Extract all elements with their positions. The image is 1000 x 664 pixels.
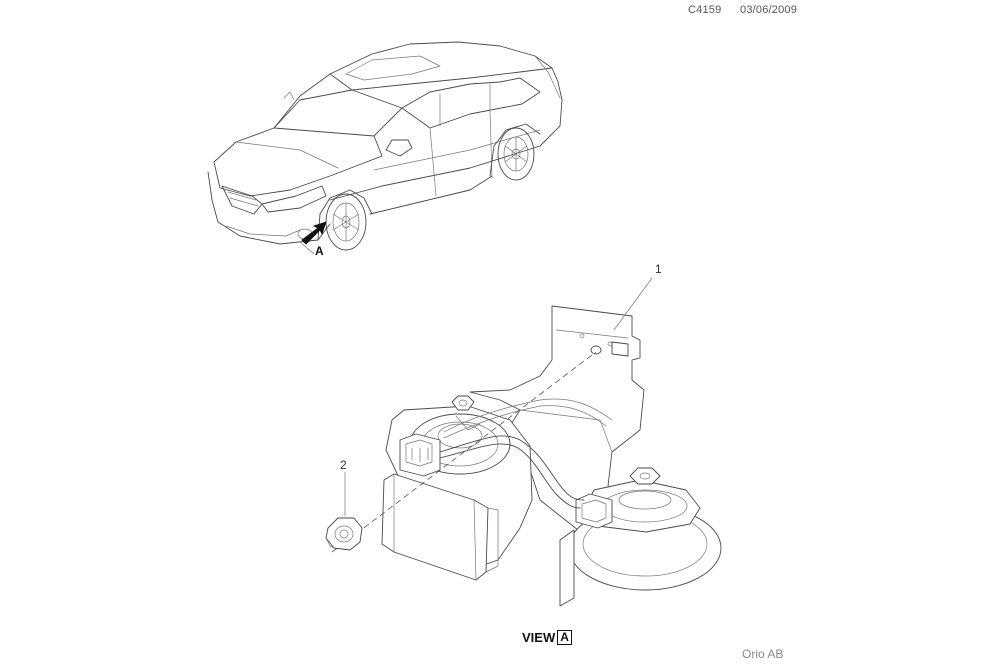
brand-footer: Orio AB	[742, 647, 784, 661]
callout-item-2: 2	[340, 458, 347, 472]
document-date: 03/06/2009	[740, 4, 798, 16]
document-code: C4159	[688, 4, 722, 16]
horn-assembly	[331, 305, 722, 607]
callout-item-1: 1	[655, 262, 662, 276]
view-caption: VIEW A	[522, 630, 572, 645]
view-caption-letter: A	[557, 630, 572, 645]
leader-line-item-1	[613, 277, 653, 331]
view-caption-label: VIEW	[522, 630, 556, 645]
view-marker-label: A	[315, 244, 324, 258]
flange-nut	[325, 517, 363, 551]
car-illustration	[207, 41, 563, 255]
